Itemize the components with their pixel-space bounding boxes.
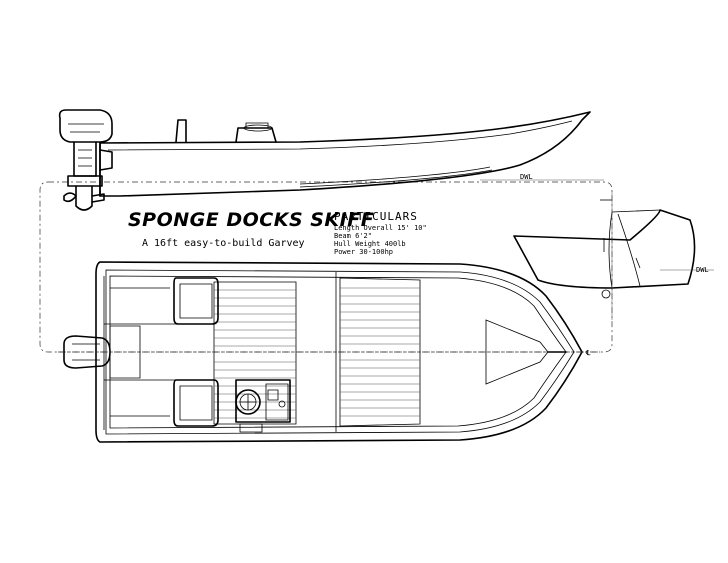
plan-view — [58, 261, 600, 443]
particulars-row: Hull Weight 400lb — [334, 240, 406, 248]
seat-port — [173, 277, 219, 325]
side-profile-view — [58, 109, 591, 211]
seat-starboard — [173, 379, 219, 427]
centerline-symbol: ℄ — [585, 349, 591, 357]
particulars-row: Length Overall 15' 10" — [334, 224, 427, 232]
particulars-row: Beam 6'2" — [334, 232, 372, 240]
particulars-heading: PARTICULARS — [334, 210, 418, 223]
reference-frame — [39, 181, 613, 353]
dwl-label-section: DWL — [696, 266, 709, 274]
drawing-subtitle: A 16ft easy-to-build Garvey — [142, 238, 305, 249]
dwl-label-profile: DWL — [520, 173, 533, 181]
center-console — [235, 379, 291, 433]
outboard-engine-profile — [58, 109, 113, 211]
section-view — [513, 190, 714, 320]
particulars-block: PARTICULARS Length Overall 15' 10" Beam … — [334, 210, 427, 256]
particulars-row: Power 30-100hp — [334, 248, 393, 256]
forward-deck-planking — [340, 287, 420, 417]
center-floor-planking — [214, 289, 296, 419]
drawing-title: SPONGE DOCKS SKIFF — [128, 209, 374, 231]
